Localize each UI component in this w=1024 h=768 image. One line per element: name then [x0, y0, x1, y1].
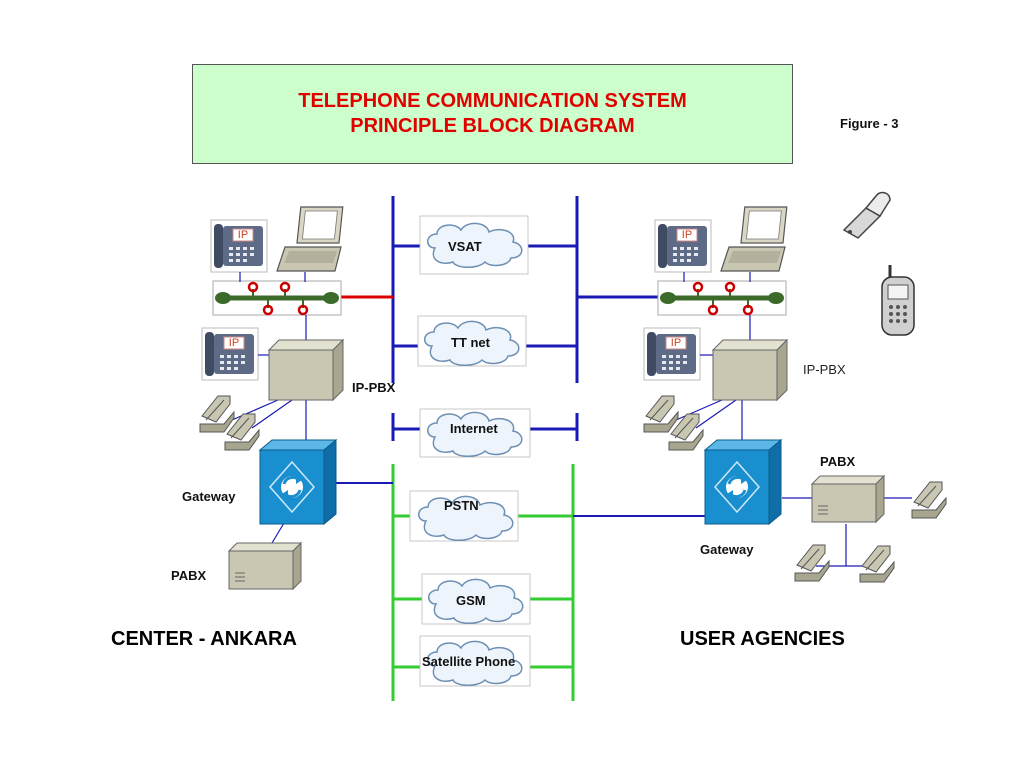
gsm-label: GSM	[456, 593, 486, 608]
vsat-label: VSAT	[448, 239, 482, 254]
green-backbone-links	[391, 464, 575, 701]
agency-gateway-label: Gateway	[700, 542, 754, 557]
agency-ip-phone-top-icon	[654, 219, 712, 273]
agency-pabx-phone-left-icon	[794, 544, 830, 582]
pstn-label: PSTN	[444, 498, 479, 513]
cell-phone-icon	[880, 263, 916, 337]
internet-label: Internet	[450, 421, 498, 436]
ip-badge-agency-bottom: IP	[670, 337, 682, 349]
agency-pabx-icon	[811, 475, 885, 523]
center-ip-phone-top-icon	[210, 219, 268, 273]
flip-phone-icon	[843, 191, 891, 239]
ip-badge-agency-top: IP	[681, 229, 693, 241]
diagram-title-line1: TELEPHONE COMMUNICATION SYSTEM	[298, 90, 687, 112]
ip-badge-center-bottom: IP	[228, 337, 240, 349]
agency-gateway-icon	[703, 438, 783, 526]
agency-pabx-label: PABX	[820, 454, 856, 469]
agency-ip-phone-bottom-icon	[643, 327, 701, 381]
agency-pabx-phone-mid-icon	[859, 545, 895, 583]
internet-cloud	[419, 408, 531, 458]
center-ankara-caption: CENTER - ANKARA	[111, 628, 297, 650]
figure-label: Figure - 3	[840, 116, 899, 131]
center-pabx-label: PABX	[171, 568, 207, 583]
satellite-phone-cloud	[419, 635, 531, 687]
tt-net-cloud	[417, 315, 527, 367]
blue-backbone-links	[391, 196, 660, 441]
agency-ip-pbx-label: IP-PBX	[803, 362, 846, 377]
center-ip-phone-bottom-icon	[201, 327, 259, 381]
tt-net-label: TT net	[451, 335, 490, 350]
agency-ip-pbx-icon	[712, 339, 788, 401]
center-lan-wiring	[231, 272, 307, 544]
user-agencies-caption: USER AGENCIES	[680, 628, 845, 650]
agency-laptop-icon	[720, 206, 788, 272]
pstn-cloud	[409, 490, 519, 542]
ip-badge-center-top: IP	[237, 229, 249, 241]
agency-lan-wiring	[675, 272, 912, 567]
title-box: TELEPHONE COMMUNICATION SYSTEM PRINCIPLE…	[192, 64, 793, 164]
satellite-phone-label: Satellite Phone	[422, 654, 516, 669]
center-ip-pbx-label: IP-PBX	[352, 380, 396, 395]
agency-lan-hub-icon	[658, 281, 786, 315]
agency-pabx-phone-right-icon	[911, 481, 947, 519]
diagram-title-line2: PRINCIPLE BLOCK DIAGRAM	[350, 115, 635, 137]
agency-desk-phone-1-icon	[643, 395, 679, 433]
center-gateway-icon	[258, 438, 338, 526]
center-lan-hub-icon	[213, 281, 341, 315]
center-pabx-icon	[228, 542, 302, 590]
gsm-cloud	[421, 573, 531, 625]
center-laptop-icon	[276, 206, 344, 272]
vsat-cloud	[419, 215, 529, 275]
center-gateway-label: Gateway	[182, 489, 236, 504]
center-desk-phone-1-icon	[199, 395, 235, 433]
center-ip-pbx-icon	[268, 339, 344, 401]
